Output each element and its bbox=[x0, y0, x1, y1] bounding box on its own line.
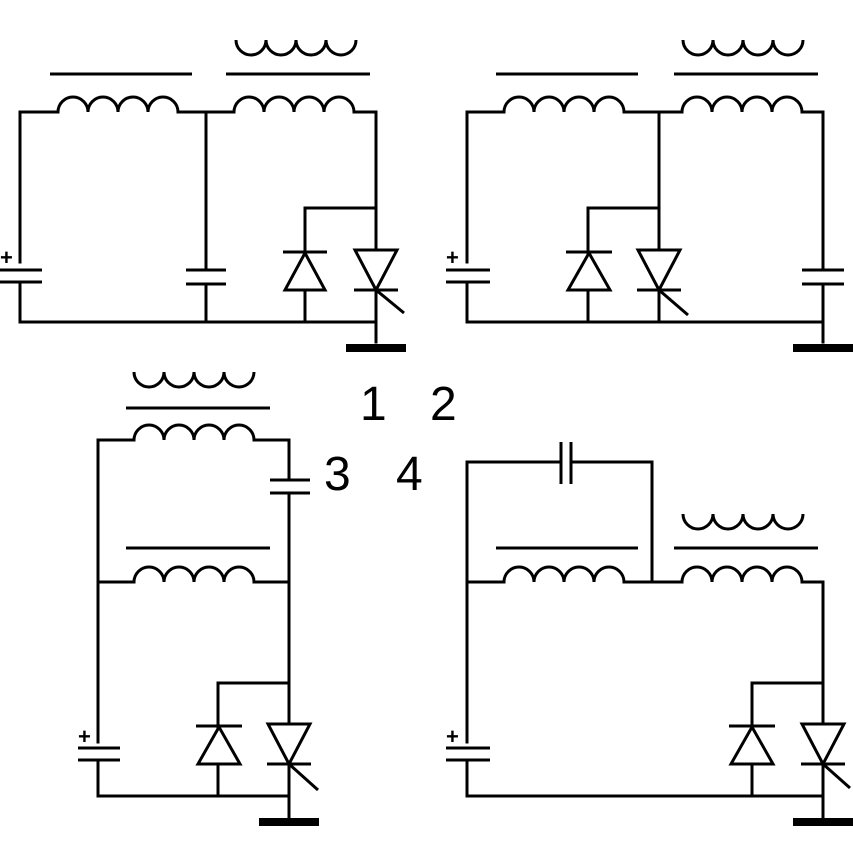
thyristor bbox=[265, 722, 320, 792]
polarized-capacitor: + bbox=[446, 245, 490, 284]
inductor bbox=[50, 72, 192, 114]
polarized-capacitor: + bbox=[78, 724, 120, 762]
transformer bbox=[126, 370, 270, 442]
polarized-capacitor: + bbox=[0, 245, 42, 284]
diode bbox=[195, 723, 243, 766]
plus-sign: + bbox=[0, 245, 13, 270]
label-2: 2 bbox=[430, 378, 457, 431]
plus-sign: + bbox=[446, 724, 459, 749]
circuit-3: + bbox=[78, 370, 320, 826]
label-1: 1 bbox=[360, 378, 387, 431]
diode bbox=[565, 249, 613, 292]
circuit-2: + bbox=[446, 38, 853, 352]
thyristor bbox=[799, 722, 851, 790]
transformer bbox=[674, 38, 818, 114]
polarized-capacitor: + bbox=[446, 724, 490, 762]
circuit-2-wires bbox=[465, 110, 825, 344]
circuit-3-wires bbox=[96, 438, 291, 820]
plus-sign: + bbox=[446, 245, 459, 270]
circuit-1: + bbox=[0, 38, 406, 352]
diode bbox=[728, 723, 776, 766]
label-4: 4 bbox=[396, 448, 423, 501]
circuit-4: + bbox=[446, 442, 853, 826]
thyristor bbox=[352, 248, 405, 315]
label-3: 3 bbox=[324, 448, 351, 501]
plus-sign: + bbox=[78, 724, 91, 749]
inductor bbox=[496, 546, 638, 584]
capacitor bbox=[802, 268, 844, 286]
transformer bbox=[674, 512, 818, 584]
capacitor bbox=[186, 268, 226, 286]
thyristor bbox=[635, 248, 689, 317]
inductor bbox=[126, 546, 270, 584]
diode bbox=[282, 249, 328, 292]
circuit-1-wires bbox=[18, 110, 378, 344]
capacitor bbox=[270, 478, 310, 495]
capacitor bbox=[559, 442, 573, 484]
inductor bbox=[496, 72, 638, 114]
transformer bbox=[226, 38, 370, 114]
